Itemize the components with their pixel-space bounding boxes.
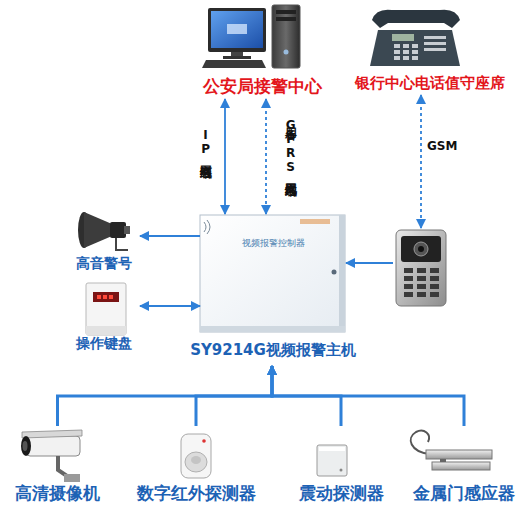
keypad: 操作键盘 [68,282,140,352]
node-label: 高清摄像机 [15,484,100,504]
camera-icon [21,430,82,482]
node-label: 操作键盘 [76,335,132,351]
bus-connector [272,366,341,426]
door-sensor-icon [411,431,492,470]
connector-arrow [140,235,200,237]
connector-arrow [140,305,200,307]
vibration-detector: 震动探测器 [295,426,387,506]
node-label: SY9214G视频报警主机 [190,342,356,359]
intercom-icon [396,230,446,306]
siren-icon [78,212,130,250]
connector-arrow [346,262,393,264]
connector-arrow [265,99,267,214]
panel-text: 视频报警控制器 [242,238,305,248]
edge-label: IP有线网络 [199,128,212,156]
alarm-host: 视频报警控制器SY9214G视频报警主机 [200,214,346,366]
keypad-icon [86,283,126,335]
node-label: 高音警号 [76,255,132,271]
edge-label: GSM [427,140,457,153]
intercom [393,228,449,308]
siren: 高音警号 [68,206,140,274]
alarm-host-cabinet [200,215,345,332]
bank-duty-seat: 银行中心电话值守座席 [350,2,510,95]
vibration-detector-icon [317,445,347,476]
node-label: 公安局接警中心 [203,77,322,97]
bus-connector [272,366,464,426]
computer-icon [202,5,300,68]
node-label: 金属门感应器 [413,484,515,504]
connector-arrow [420,95,422,228]
node-label: 震动探测器 [299,484,384,504]
edge-label: 备用GPRS无线网络 [284,118,297,174]
pir-detector: 数字红外探测器 [135,426,257,506]
node-label: 数字红外探测器 [137,484,256,504]
police-center: 公安局接警中心 [195,2,330,99]
bus-connector [196,366,272,426]
node-label: 银行中心电话值守座席 [355,75,505,92]
bus-connector [58,366,273,426]
connector-arrow [224,99,226,214]
camera: 高清摄像机 [10,426,105,506]
telephone-icon [370,10,460,66]
pir-detector-icon [181,434,211,478]
door-sensor: 金属门感应器 [410,426,518,506]
